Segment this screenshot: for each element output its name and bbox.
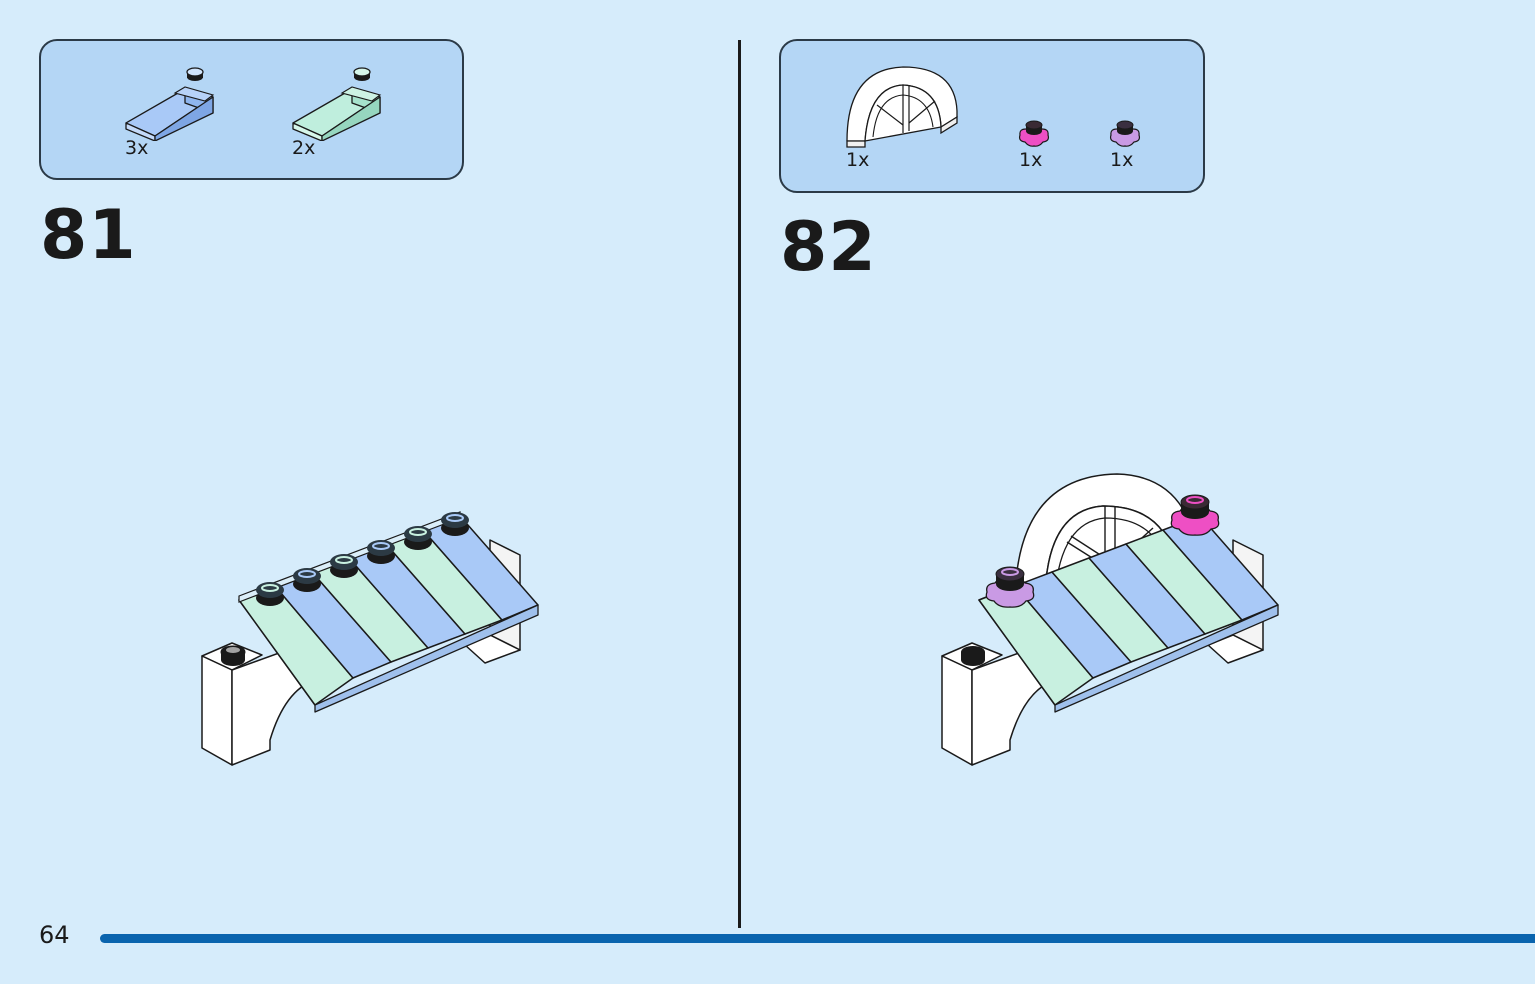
- model-illustration-step-81: [195, 500, 555, 780]
- footer-bar: [100, 934, 1535, 943]
- slope-brick-light-aqua-icon: [290, 63, 390, 141]
- window-arch-white-icon: [843, 61, 961, 151]
- step-number: 81: [40, 196, 137, 275]
- parts-list-step-82: 1x 1x 1x: [779, 39, 1205, 193]
- page-number: 64: [39, 921, 70, 949]
- part-quantity: 3x: [125, 137, 149, 159]
- part-quantity: 1x: [846, 149, 870, 171]
- model-illustration-step-82: [935, 470, 1295, 780]
- part-quantity: 1x: [1110, 149, 1134, 171]
- step-number: 82: [780, 208, 877, 287]
- parts-list-step-81: 3x 2x: [39, 39, 464, 180]
- part-quantity: 1x: [1019, 149, 1043, 171]
- part-quantity: 2x: [292, 137, 316, 159]
- page-divider: [738, 40, 741, 928]
- flower-plate-magenta-icon: [1017, 119, 1051, 149]
- flower-plate-lavender-icon: [1108, 119, 1142, 149]
- slope-brick-light-blue-icon: [123, 63, 223, 141]
